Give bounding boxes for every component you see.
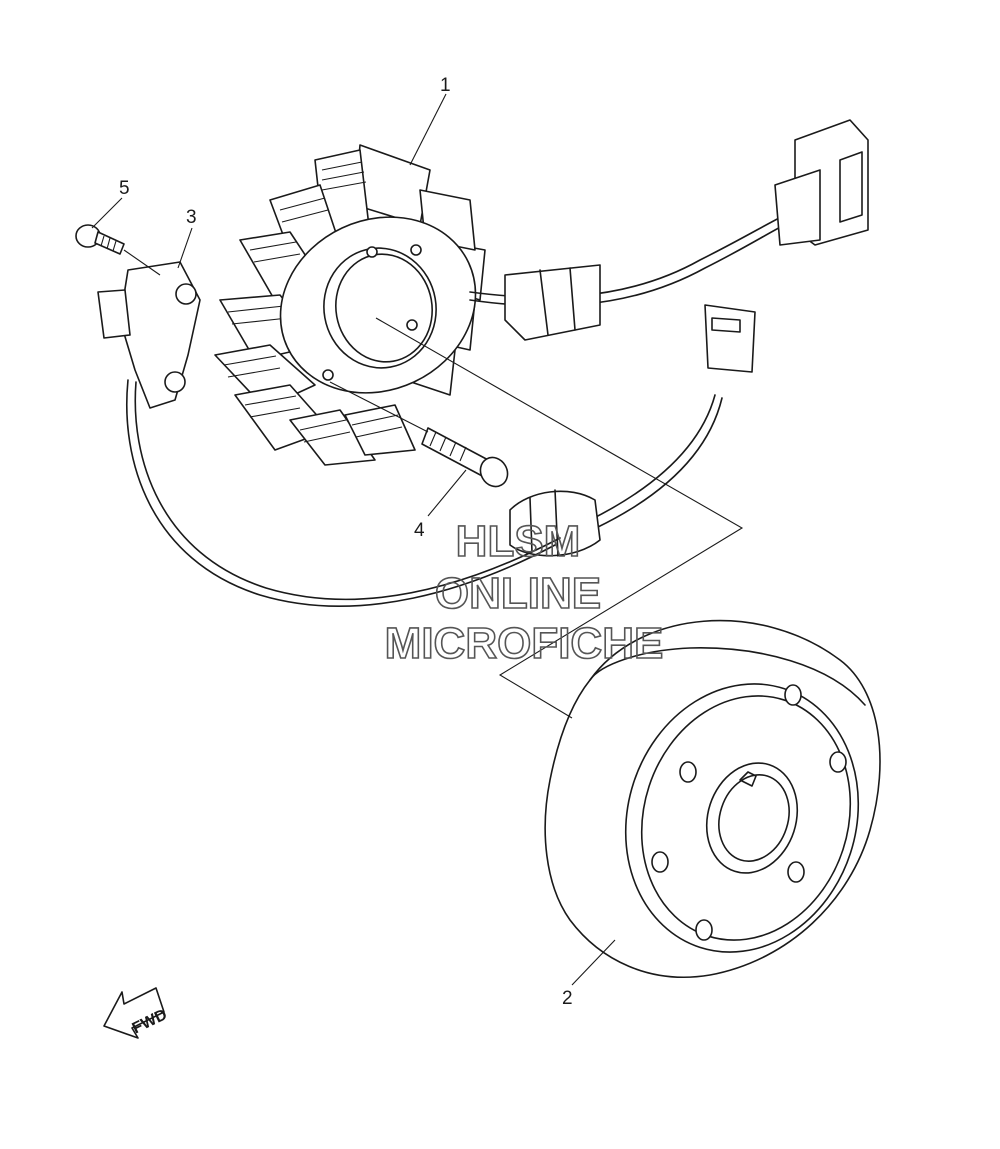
callout-1: 1 xyxy=(440,75,451,96)
watermark-line-2: ONLINE xyxy=(435,569,601,618)
forward-direction-arrow-icon: FWD xyxy=(103,987,170,1039)
bolt-part-4[interactable] xyxy=(421,427,513,491)
watermark-line-1: HLSM xyxy=(456,517,581,566)
stator-assembly[interactable] xyxy=(214,119,869,557)
screw-part-5[interactable] xyxy=(75,224,125,255)
callout-5: 5 xyxy=(119,178,130,199)
watermark-line-3: MICROFICHE xyxy=(385,619,664,668)
callout-2: 2 xyxy=(562,988,573,1009)
rotor-flywheel[interactable] xyxy=(544,619,892,983)
leader-lines xyxy=(91,93,744,986)
pickup-coil[interactable] xyxy=(97,261,561,607)
watermark: HLSM ONLINE MICROFICHE xyxy=(384,516,664,669)
callout-4: 4 xyxy=(414,520,425,541)
callout-3: 3 xyxy=(186,207,197,228)
